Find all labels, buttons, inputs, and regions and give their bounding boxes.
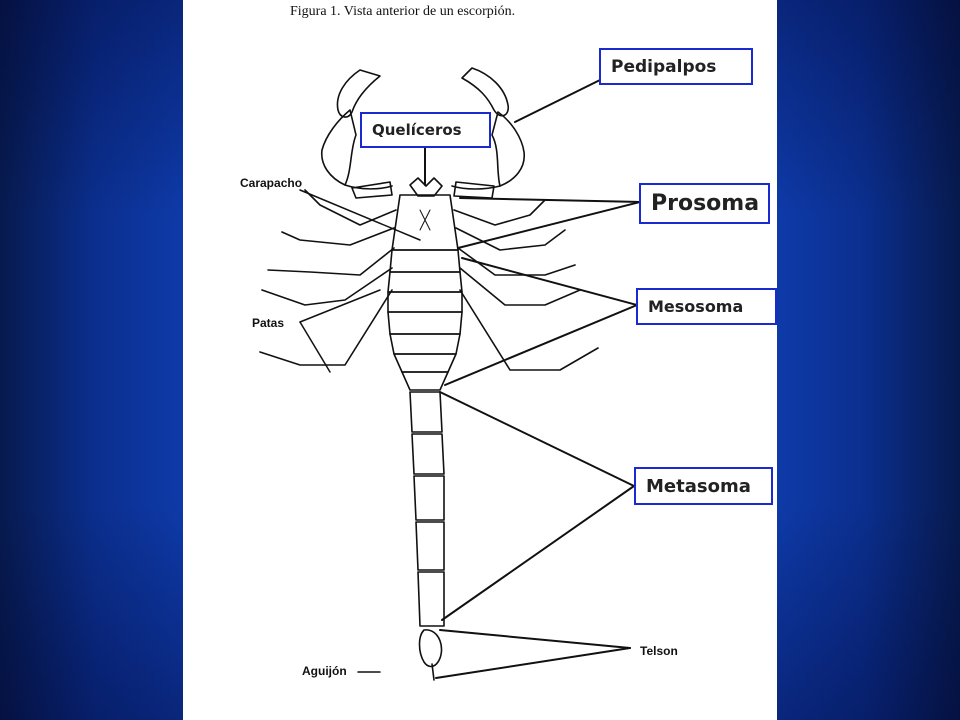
pedipalp-right [451, 67, 525, 199]
aculeus [431, 663, 435, 681]
label-prosoma: Prosoma [639, 183, 770, 224]
label-pedipalpos: Pedipalpos [599, 48, 753, 85]
label-telson: Telson [640, 644, 678, 658]
label-patas: Patas [252, 316, 285, 330]
label-mesosoma: Mesosoma [636, 288, 777, 325]
label-queliceros: Quelíceros [360, 112, 491, 148]
mesosoma-segments [387, 249, 463, 391]
pedipalp-left [320, 69, 393, 199]
telson [418, 629, 443, 668]
metasoma-segments [409, 391, 445, 627]
label-metasoma: Metasoma [634, 467, 773, 505]
chelicerae [409, 177, 443, 197]
figure-title: Figura 1. Vista anterior de un escorpión… [290, 4, 516, 19]
legs-right [453, 199, 599, 371]
legs-left [259, 189, 397, 366]
label-aguijon: Aguijón [302, 664, 347, 678]
label-carapacho: Carapacho [240, 176, 303, 190]
carapace [391, 194, 459, 251]
leader-lines [299, 79, 641, 679]
